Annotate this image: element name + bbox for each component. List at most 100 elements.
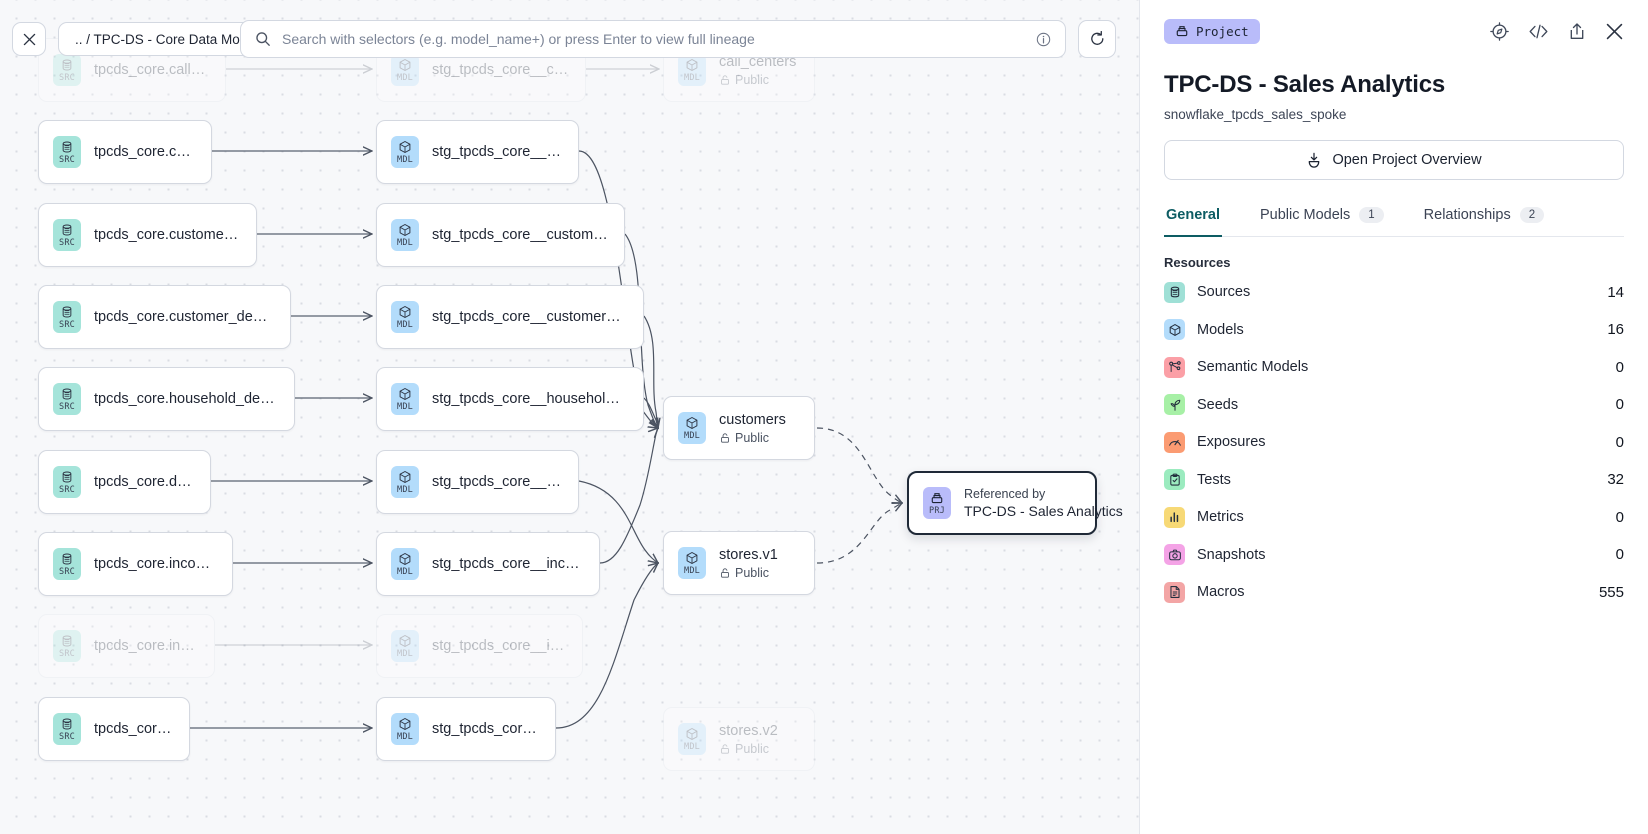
node-title: stg_tpcds_core__date_dim	[432, 474, 562, 490]
node-type-tag: MDL	[684, 741, 700, 752]
database-icon	[60, 58, 74, 72]
mdl-badge: MDL	[391, 383, 419, 415]
node-body: tpcds_core.customer	[94, 144, 195, 160]
src-badge: SRC	[53, 466, 81, 498]
cube-icon	[1164, 319, 1185, 341]
tab-count: 2	[1519, 207, 1545, 223]
lineage-canvas[interactable]: SRCtpcds_core.call_centerSRCtpcds_core.c…	[0, 0, 1139, 834]
lock-icon	[719, 432, 731, 444]
cube-icon	[398, 140, 412, 154]
resource-row-sources[interactable]: Sources 14	[1164, 277, 1624, 308]
graph-node-stg_hh_demo[interactable]: MDLstg_tpcds_core__household_demogr…	[376, 367, 644, 431]
cube-icon	[398, 634, 412, 648]
mdl-badge: MDL	[391, 136, 419, 168]
node-title: tpcds_core.household_demographics	[94, 391, 278, 407]
info-icon[interactable]	[1036, 32, 1051, 47]
resource-count: 14	[1607, 283, 1624, 301]
cube-icon	[685, 551, 699, 565]
mdl-badge: MDL	[678, 723, 706, 755]
node-type-tag: MDL	[684, 565, 700, 576]
resource-name: Sources	[1197, 284, 1251, 301]
node-body: stg_tpcds_core__customer_demogra…	[432, 309, 627, 325]
close-panel-icon[interactable]	[1605, 22, 1624, 41]
graph-node-stg_customer[interactable]: MDL stg_tpcds_core__customer	[376, 120, 579, 184]
node-title: tpcds_core.store	[94, 721, 173, 737]
node-body: tpcds_core.customer_address	[94, 227, 240, 243]
refresh-button[interactable]	[1078, 20, 1116, 58]
resource-count: 0	[1615, 546, 1624, 564]
search-input[interactable]	[282, 31, 1025, 47]
node-body: stg_tpcds_core__customer_address	[432, 227, 608, 243]
node-kicker: Referenced by	[964, 487, 1046, 501]
graph-node-src_date_dim[interactable]: SRC tpcds_core.date_dim	[38, 450, 211, 514]
graph-node-stg_inventory[interactable]: MDL stg_tpcds_core__inventory	[376, 614, 583, 678]
node-access-label: Public	[735, 565, 770, 580]
node-title: tpcds_core.customer	[94, 144, 195, 160]
node-type-tag: PRJ	[929, 505, 945, 516]
tab-general[interactable]: General	[1164, 202, 1222, 237]
database-icon	[60, 552, 74, 566]
node-access-badge: Public	[719, 742, 778, 756]
resource-count: 16	[1607, 321, 1624, 339]
open-project-overview-button[interactable]: Open Project Overview	[1164, 140, 1624, 180]
node-type-tag: SRC	[59, 401, 75, 412]
node-type-tag: MDL	[397, 731, 413, 742]
mdl-badge: MDL	[678, 412, 706, 444]
node-title: stg_tpcds_core__customer	[432, 144, 562, 160]
project-icon	[930, 491, 944, 505]
resource-count: 0	[1615, 433, 1624, 451]
lineage-toolbar: .. / TPC-DS - Core Data Models	[0, 0, 1139, 76]
compass-icon[interactable]	[1490, 21, 1509, 41]
node-type-tag: MDL	[397, 484, 413, 495]
graph-node-stg_cust_demo[interactable]: MDLstg_tpcds_core__customer_demogra…	[376, 285, 644, 349]
node-type-tag: SRC	[59, 566, 75, 577]
resource-count: 0	[1615, 508, 1624, 526]
close-lineage-button[interactable]	[12, 22, 46, 56]
mdl-badge: MDL	[391, 54, 419, 86]
mdl-badge: MDL	[678, 547, 706, 579]
resource-type-chip: Project	[1164, 18, 1260, 44]
share-icon[interactable]	[1568, 22, 1586, 41]
database-icon	[60, 140, 74, 154]
search-bar[interactable]	[240, 20, 1066, 58]
resource-row-models[interactable]: Models 16	[1164, 315, 1624, 346]
node-title: stores.v1	[719, 546, 778, 563]
node-access-badge: Public	[719, 566, 778, 580]
node-type-tag: MDL	[397, 648, 413, 659]
node-body: tpcds_core.date_dim	[94, 474, 194, 490]
resource-count: 555	[1598, 583, 1624, 601]
resource-name: Models	[1197, 321, 1244, 338]
cube-icon	[685, 727, 699, 741]
code-icon[interactable]	[1528, 23, 1549, 40]
node-type-tag: MDL	[397, 401, 413, 412]
graph-node-stg_date_dim[interactable]: MDL stg_tpcds_core__date_dim	[376, 450, 579, 514]
tab-label: General	[1166, 207, 1220, 223]
graph-node-src_hh_demo[interactable]: SRC tpcds_core.household_demographics	[38, 367, 295, 431]
database-icon	[60, 634, 74, 648]
node-body: stg_tpcds_core__inventory	[432, 638, 566, 654]
